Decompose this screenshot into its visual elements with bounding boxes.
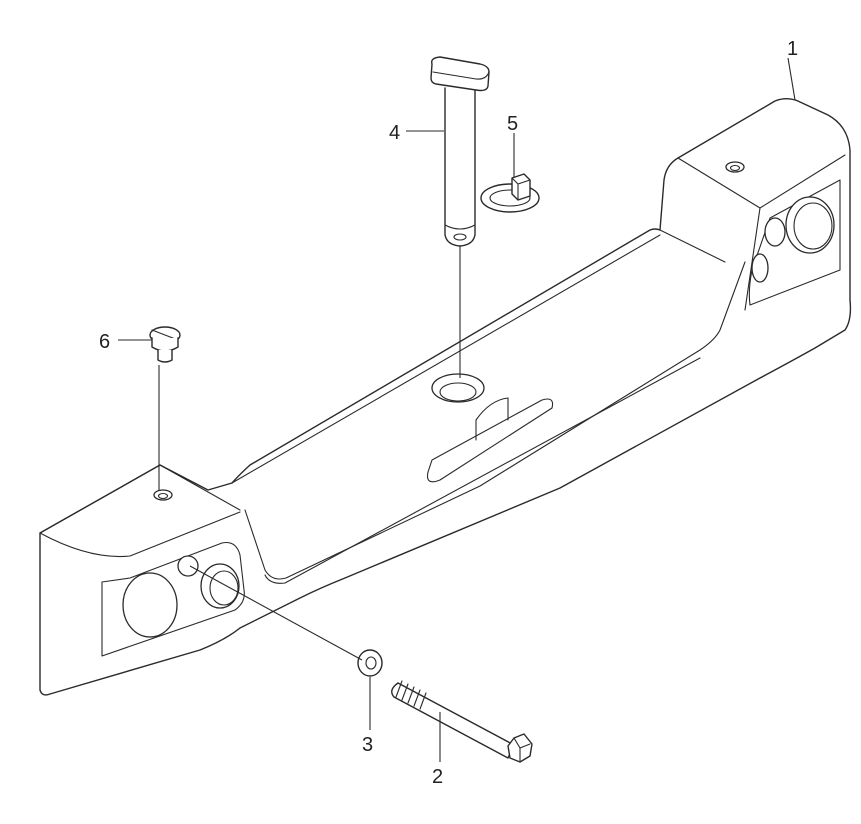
pin-part-4 <box>430 56 490 247</box>
callout-3: 3 <box>362 734 373 756</box>
bolt-part-2 <box>391 680 533 763</box>
leader-lines <box>118 57 796 762</box>
callout-6: 6 <box>99 331 110 353</box>
ring-clip-part-5 <box>480 173 540 213</box>
bracket-housing <box>39 98 852 696</box>
washer-part-3 <box>357 649 383 677</box>
callout-5: 5 <box>507 113 518 135</box>
callout-2: 2 <box>432 766 443 788</box>
callout-4: 4 <box>389 122 400 144</box>
screw-part-6 <box>149 326 181 363</box>
callout-labels: 1 4 5 6 3 2 <box>99 38 798 788</box>
callout-1: 1 <box>787 38 798 60</box>
